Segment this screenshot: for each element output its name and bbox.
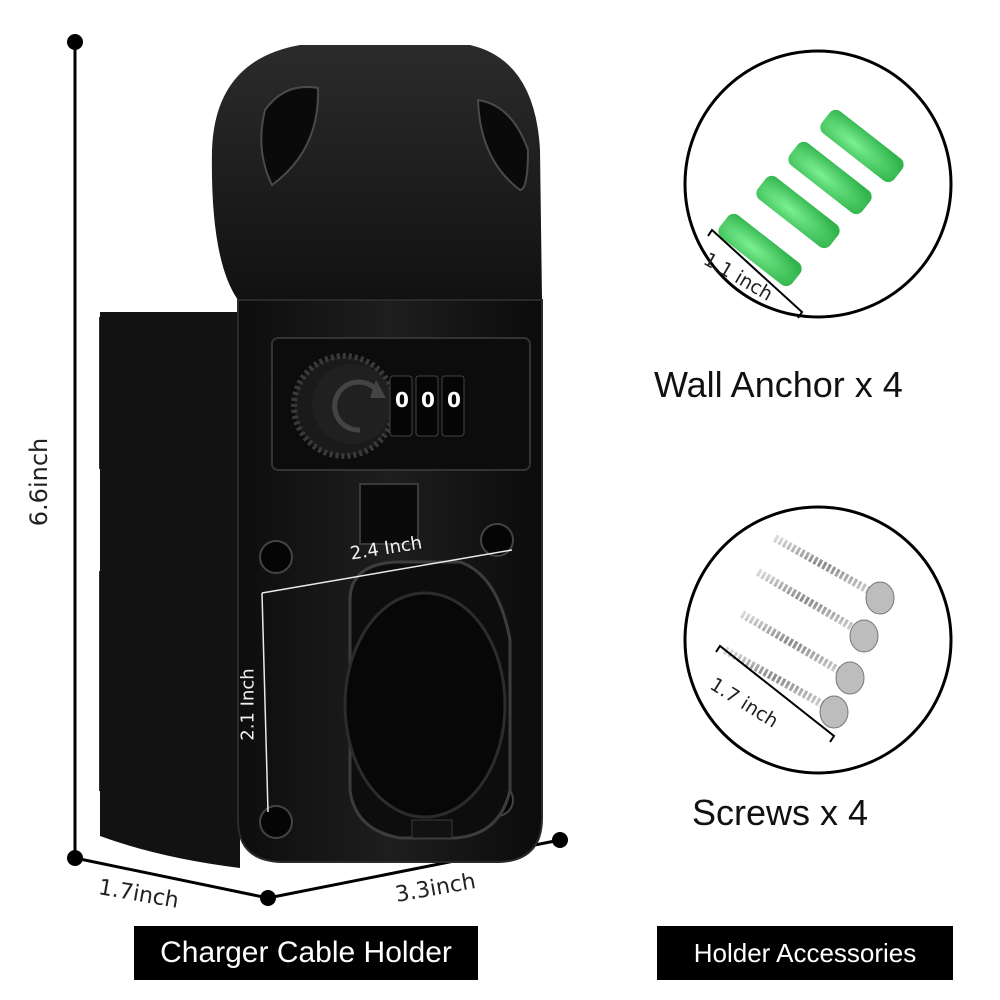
holder-top-dome	[211, 45, 542, 300]
wall-anchors	[707, 109, 904, 319]
mount-hole-3	[259, 805, 293, 839]
lock-digit-3: 0	[447, 388, 461, 412]
product-caption: Charger Cable Holder	[134, 926, 478, 980]
vent-right	[476, 98, 530, 192]
latch-slot	[359, 483, 419, 545]
height-dimension-line	[67, 34, 83, 866]
screw-title: Screws x 4	[692, 792, 869, 833]
lock-digit-1: 0	[395, 388, 409, 412]
lock-knob[interactable]	[291, 353, 397, 459]
screws	[715, 534, 895, 743]
opening-width-line	[261, 549, 513, 594]
accessories-caption: Holder Accessories	[657, 926, 953, 980]
holder-side-panel	[100, 312, 240, 868]
screw-circle	[683, 505, 953, 775]
combination-dials[interactable]	[389, 375, 465, 437]
charger-socket	[343, 560, 512, 840]
opening-height-line	[261, 592, 269, 813]
lock-digit-2: 0	[421, 388, 435, 412]
mount-hole-2	[480, 523, 514, 557]
opening-height-label: 2.1 Inch	[237, 668, 259, 741]
vent-left	[260, 86, 320, 187]
anchor-title: Wall Anchor x 4	[654, 364, 903, 405]
mount-hole-1	[259, 540, 293, 574]
height-label: 6.6inch	[25, 437, 54, 527]
